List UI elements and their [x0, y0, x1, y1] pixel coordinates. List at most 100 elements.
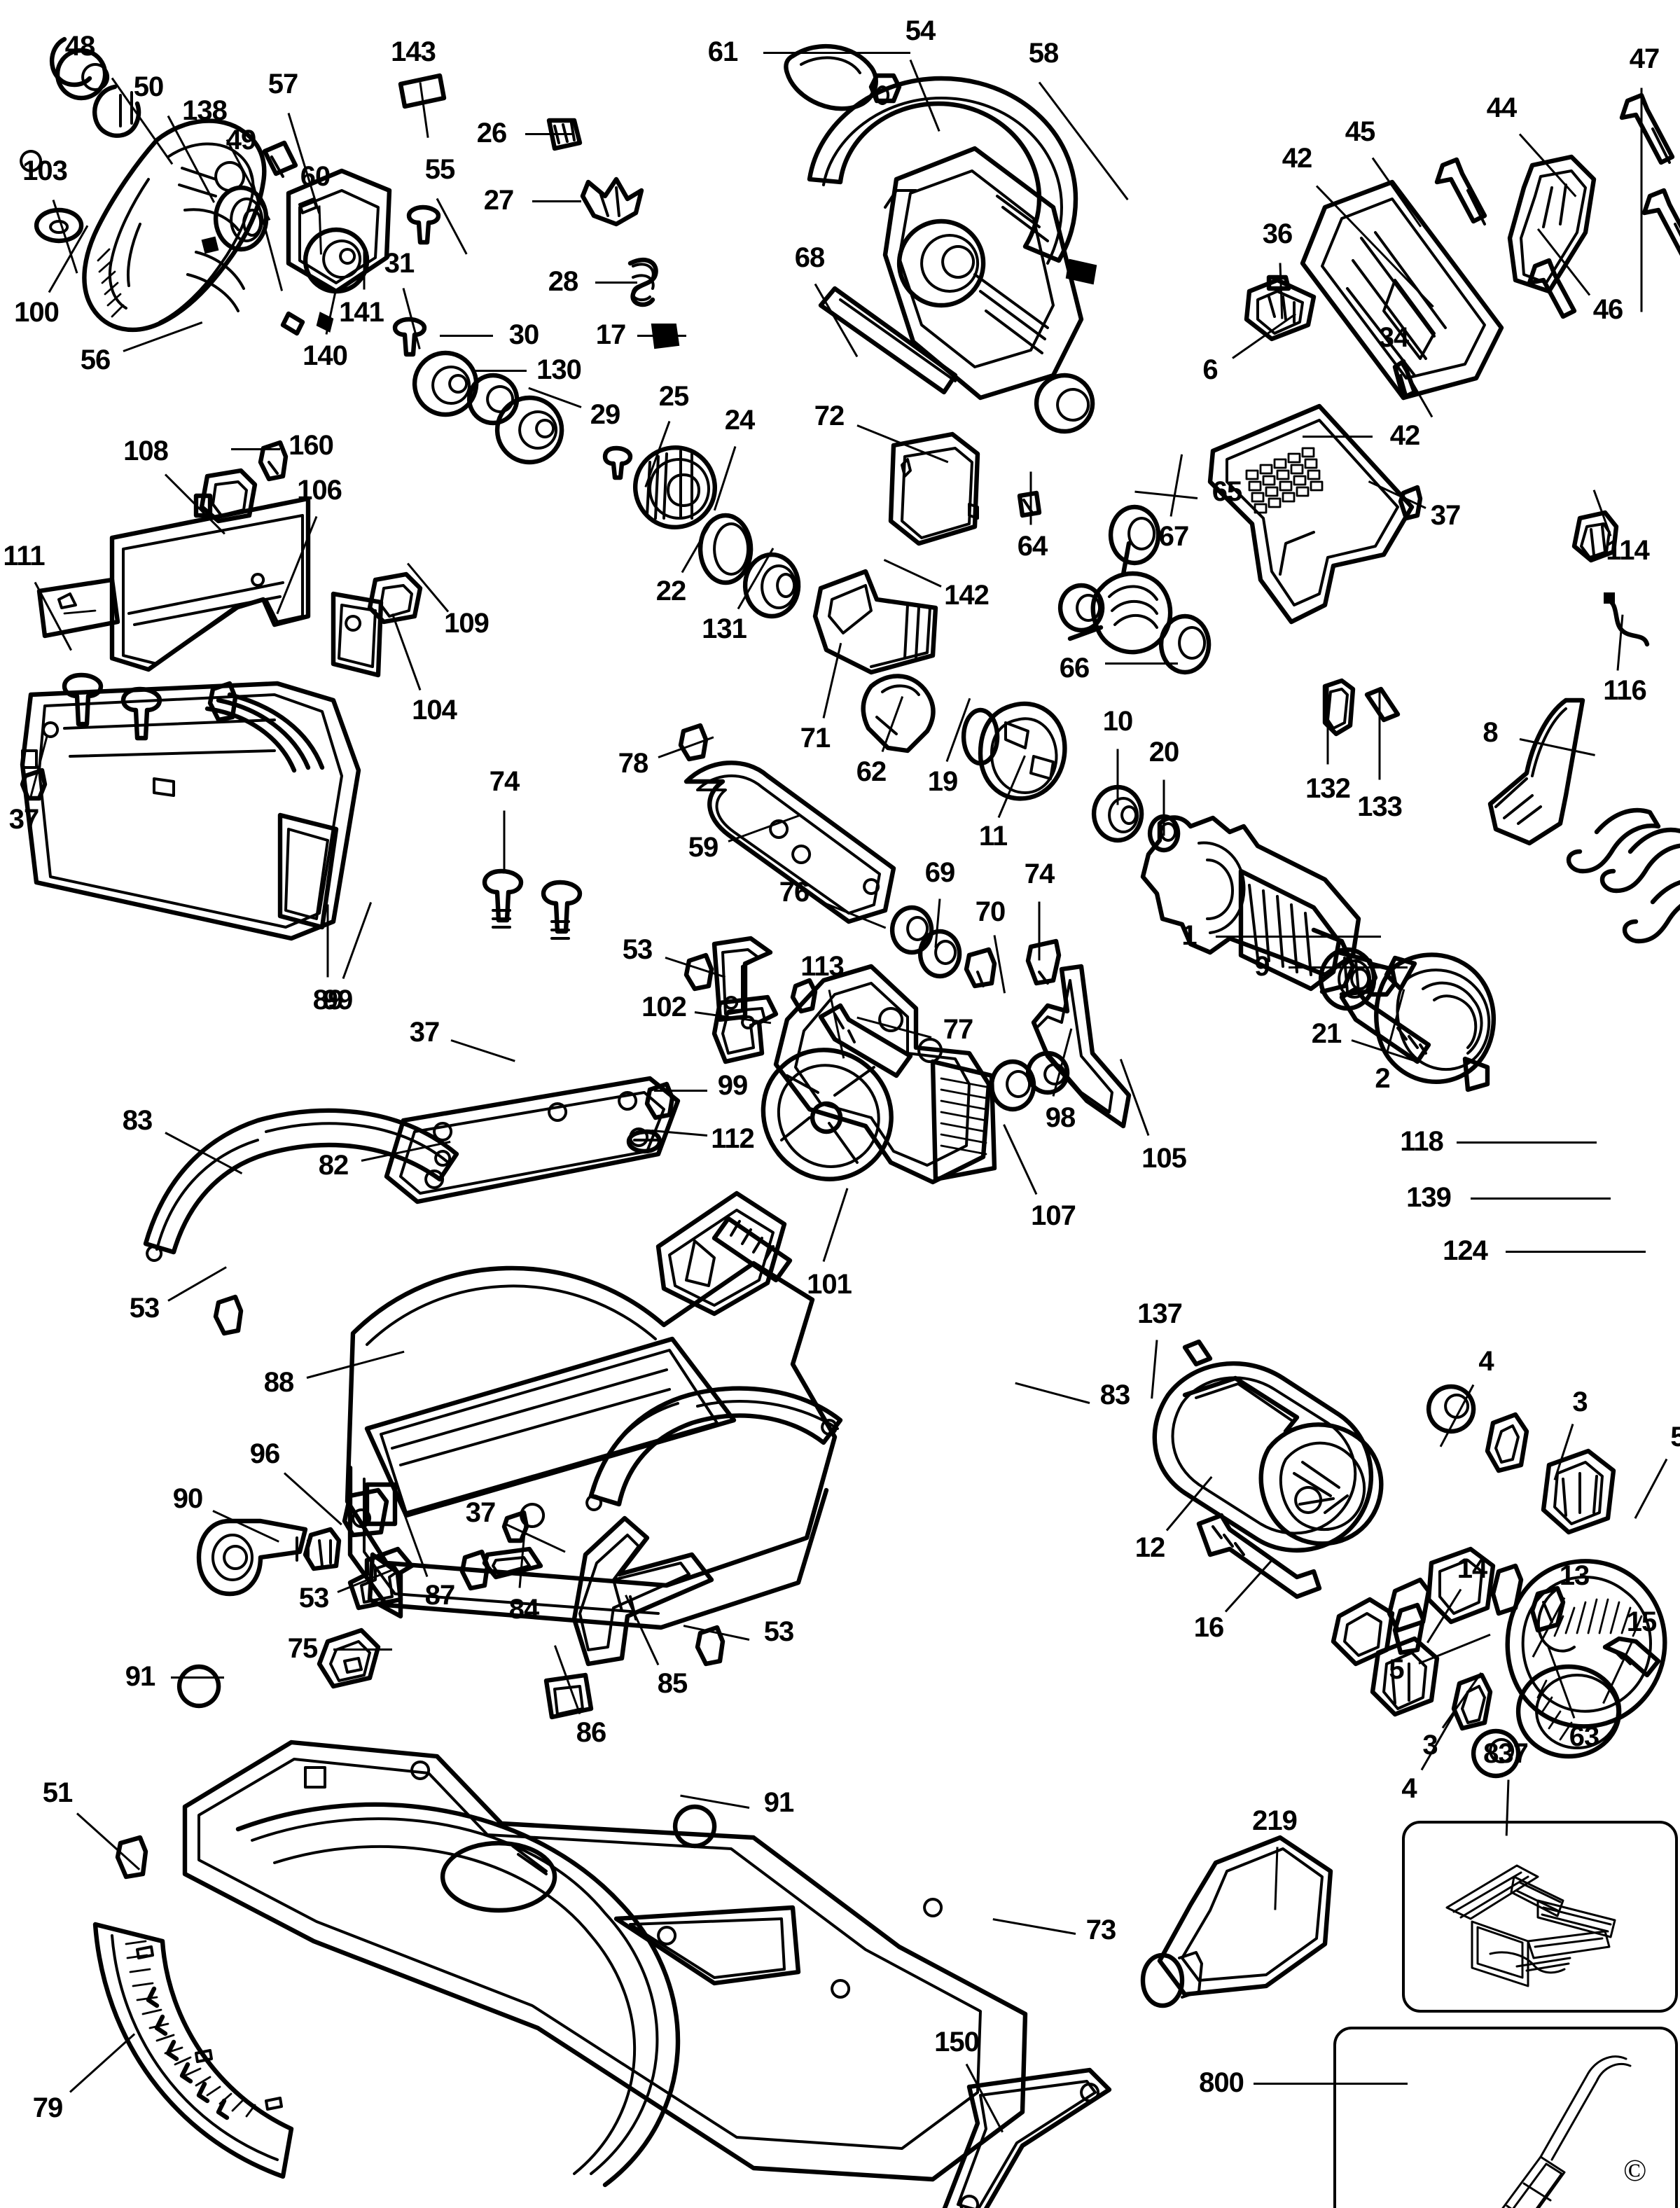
callout-leader-line — [231, 448, 280, 450]
part-bracket-102 — [711, 994, 779, 1064]
part-callout-74: 74 — [489, 766, 520, 797]
part-callout-22: 22 — [655, 576, 686, 606]
part-callout-37: 37 — [8, 804, 39, 835]
part-bearing-9 — [1318, 947, 1377, 1011]
part-cap-91a — [176, 1664, 221, 1709]
part-callout-26: 26 — [476, 118, 507, 148]
callout-leader-line — [934, 898, 941, 948]
callout-leader-line — [325, 293, 336, 335]
callout-leader-line — [1378, 688, 1381, 780]
part-callout-62: 62 — [856, 756, 887, 787]
callout-leader-line — [1003, 1124, 1038, 1195]
callout-leader-line — [856, 1016, 932, 1039]
part-bearing-131 — [742, 552, 801, 619]
callout-leader-line — [909, 59, 940, 132]
callout-leader-line — [856, 424, 949, 464]
part-oring-19 — [961, 707, 1000, 766]
part-callout-1: 1 — [1181, 920, 1197, 951]
part-callout-69: 69 — [924, 857, 955, 888]
callout-leader-line — [1303, 436, 1373, 438]
callout-leader-line — [167, 115, 216, 203]
part-callout-5: 5 — [1389, 1654, 1404, 1685]
part-callout-76: 76 — [779, 877, 810, 908]
callout-leader-line — [450, 1039, 515, 1062]
part-callout-51: 51 — [42, 1777, 73, 1808]
part-callout-114: 114 — [1606, 535, 1650, 566]
part-callout-98: 98 — [1045, 1102, 1076, 1133]
callout-leader-line — [532, 200, 581, 202]
part-callout-108: 108 — [123, 436, 169, 466]
callout-leader-line — [69, 2033, 136, 2093]
part-washer-76 — [889, 905, 934, 955]
part-callout-27: 27 — [483, 185, 514, 216]
part-clip-124 — [1622, 880, 1680, 944]
inset-box-837 — [1402, 1821, 1678, 2013]
callout-leader-line — [637, 335, 686, 337]
callout-leader-line — [123, 321, 203, 352]
callout-leader-line — [713, 446, 737, 511]
part-callout-37: 37 — [1430, 500, 1461, 531]
part-brushcap-5a — [1541, 1448, 1616, 1535]
callout-leader-line — [29, 735, 48, 797]
callout-leader-line — [658, 736, 714, 758]
callout-leader-line — [993, 935, 1006, 994]
part-callout-5: 5 — [1670, 1422, 1680, 1452]
part-callout-105: 105 — [1141, 1143, 1187, 1174]
part-callout-9: 9 — [1254, 951, 1270, 982]
callout-leader-line — [342, 901, 373, 980]
callout-leader-line — [1351, 1039, 1416, 1062]
callout-leader-line — [503, 810, 506, 874]
callout-leader-line — [814, 283, 859, 358]
part-callout-42: 42 — [1282, 143, 1312, 174]
part-callout-160: 160 — [289, 430, 334, 461]
part-handle-cap-44 — [1507, 154, 1597, 294]
callout-leader-line — [945, 697, 971, 763]
part-callout-25: 25 — [658, 381, 689, 412]
part-key-57 — [262, 140, 298, 178]
callout-leader-line — [1015, 1382, 1090, 1404]
callout-leader-line — [1119, 1058, 1150, 1137]
part-screw-36 — [1266, 275, 1291, 291]
part-callout-50: 50 — [133, 71, 164, 102]
callout-leader-line — [165, 1132, 243, 1175]
callout-leader-line — [402, 288, 421, 349]
part-funnel-71 — [812, 569, 938, 675]
callout-leader-line — [1116, 749, 1119, 805]
part-callout-59: 59 — [688, 832, 718, 863]
callout-leader-line — [644, 420, 671, 487]
callout-leader-line — [1038, 81, 1129, 201]
callout-leader-line — [1506, 1251, 1646, 1253]
part-wire-116 — [1604, 592, 1650, 647]
callout-leader-line — [333, 1648, 392, 1651]
part-callout-61: 61 — [707, 36, 738, 67]
part-callout-28: 28 — [548, 266, 578, 297]
part-callout-37: 37 — [409, 1017, 440, 1048]
part-callout-36: 36 — [1262, 218, 1293, 249]
callout-leader-line — [391, 613, 422, 691]
part-callout-132: 132 — [1305, 773, 1351, 804]
part-callout-104: 104 — [412, 695, 457, 725]
callout-leader-line — [518, 1525, 527, 1588]
part-callout-74: 74 — [1024, 859, 1055, 889]
part-callout-91: 91 — [125, 1661, 155, 1692]
part-callout-65: 65 — [1212, 476, 1242, 507]
callout-leader-line — [1224, 1559, 1274, 1613]
callout-leader-line — [1151, 1340, 1158, 1399]
part-callout-87: 87 — [424, 1580, 455, 1611]
part-callout-79: 79 — [32, 2092, 63, 2123]
part-bracket-110 — [711, 936, 773, 1022]
callout-leader-line — [992, 1918, 1076, 1935]
callout-leader-line — [997, 755, 1026, 819]
callout-leader-line — [828, 990, 845, 1059]
part-callout-56: 56 — [80, 345, 111, 375]
part-callout-138: 138 — [182, 95, 228, 126]
part-callout-83: 83 — [122, 1105, 153, 1136]
part-callout-63: 63 — [1569, 1721, 1599, 1752]
callout-leader-line — [248, 169, 284, 291]
part-band-83a — [143, 1108, 459, 1262]
part-callout-11: 11 — [978, 821, 1008, 852]
part-callout-46: 46 — [1592, 294, 1623, 325]
part-gasket-61 — [784, 43, 878, 111]
part-bolt-16 — [1196, 1513, 1322, 1599]
